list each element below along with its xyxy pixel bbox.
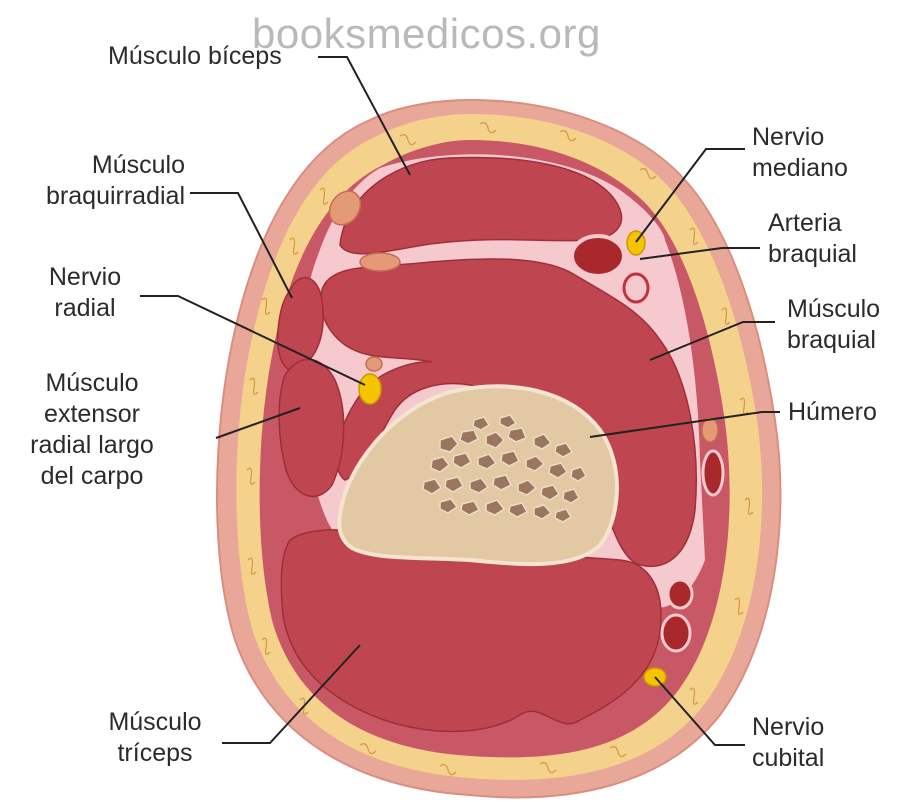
label-extensor-line-1: Músculo bbox=[8, 368, 176, 399]
vessel-posterior-1 bbox=[703, 451, 723, 495]
label-humero-line-1: Húmero bbox=[788, 397, 877, 428]
label-musculo-braquirradial: Músculo braquirradial bbox=[10, 150, 185, 212]
watermark-text: booksmedicos.org bbox=[252, 10, 601, 58]
label-nervio-cubital-line-1: Nervio bbox=[752, 712, 824, 743]
label-braquial-line-2: braquial bbox=[787, 325, 880, 356]
label-braquial-line-1: Músculo bbox=[787, 294, 880, 325]
extensor-carpi-radialis-longus-muscle bbox=[279, 359, 344, 496]
label-musculo-extensor: Músculo extensor radial largo del carpo bbox=[8, 368, 176, 492]
label-arteria-line-2: braquial bbox=[768, 239, 857, 270]
label-triceps-line-2: tríceps bbox=[90, 738, 220, 769]
label-nervio-cubital-line-2: cubital bbox=[752, 743, 824, 774]
label-biceps-line-1: Músculo bíceps bbox=[108, 41, 282, 72]
vessel-lateral bbox=[702, 418, 718, 442]
label-arteria-line-1: Arteria bbox=[768, 208, 857, 239]
label-musculo-triceps: Músculo tríceps bbox=[90, 707, 220, 769]
label-musculo-braquial: Músculo braquial bbox=[787, 294, 880, 356]
label-nervio-radial-line-1: Nervio bbox=[30, 262, 140, 293]
label-extensor-line-4: del carpo bbox=[8, 461, 176, 492]
label-nervio-cubital: Nervio cubital bbox=[752, 712, 824, 774]
label-nervio-mediano-line-2: mediano bbox=[752, 153, 848, 184]
label-nervio-radial-line-2: radial bbox=[30, 293, 140, 324]
label-arteria-braquial: Arteria braquial bbox=[768, 208, 857, 270]
label-extensor-line-2: extensor bbox=[8, 399, 176, 430]
vessel-posterior-2 bbox=[668, 580, 692, 608]
label-humero: Húmero bbox=[788, 397, 877, 428]
small-vessel-radial bbox=[366, 357, 382, 371]
label-extensor-line-3: radial largo bbox=[8, 430, 176, 461]
label-nervio-mediano: Nervio mediano bbox=[752, 122, 848, 184]
label-musculo-biceps: Músculo bíceps bbox=[108, 41, 282, 72]
vessel-posterior-3 bbox=[662, 615, 690, 651]
label-triceps-line-1: Músculo bbox=[90, 707, 220, 738]
label-nervio-radial: Nervio radial bbox=[30, 262, 140, 324]
vessel-pale bbox=[360, 253, 400, 271]
brachial-artery bbox=[572, 236, 624, 276]
label-braquirradial-line-1: Músculo bbox=[10, 150, 185, 181]
brachial-vein bbox=[624, 274, 648, 302]
radial-nerve bbox=[359, 374, 381, 404]
label-nervio-mediano-line-1: Nervio bbox=[752, 122, 848, 153]
label-braquirradial-line-2: braquirradial bbox=[10, 181, 185, 212]
